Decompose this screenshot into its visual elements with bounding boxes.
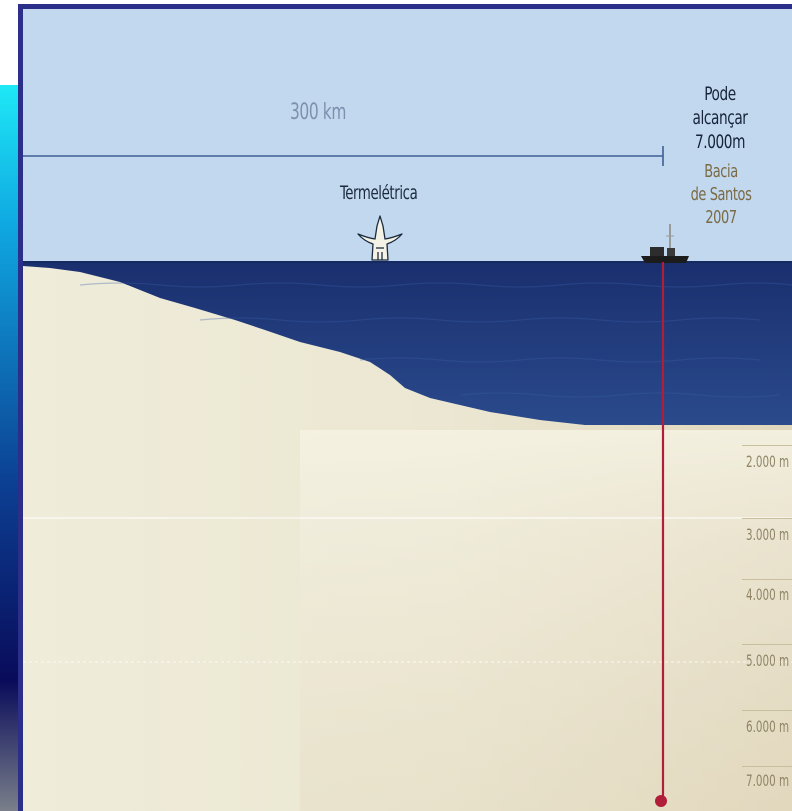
sediment-layers xyxy=(300,430,792,811)
drill-target-dot xyxy=(655,795,667,807)
sky xyxy=(23,9,792,264)
depth-mark-2000: 2.000 m xyxy=(746,452,790,471)
depth-mark-5000: 5.000 m xyxy=(746,651,790,670)
reach-line-2: 7.000m xyxy=(694,131,746,153)
sea-waves xyxy=(79,282,792,398)
depth-tick xyxy=(742,644,792,645)
depth-mark-7000: 7.000 m xyxy=(746,771,790,790)
distance-label: 300 km xyxy=(290,100,347,125)
reach-line-1: Pode alcançar xyxy=(692,83,748,129)
depth-mark-6000: 6.000 m xyxy=(746,717,790,736)
depth-mark-4000: 4.000 m xyxy=(746,585,790,604)
side-gradient-strip xyxy=(0,85,18,811)
thermal-plant-label: Termelétrica xyxy=(340,182,418,204)
depth-tick xyxy=(742,445,792,446)
drill-ship-icon xyxy=(641,224,689,263)
depth-tick xyxy=(742,518,792,519)
depth-tick xyxy=(742,710,792,711)
basin-line-1: Bacia xyxy=(704,161,738,182)
reach-depth-label: Pode alcançar 7.000m xyxy=(675,82,765,154)
depth-tick xyxy=(742,766,792,767)
basin-line-3: 2007 xyxy=(705,207,737,228)
depth-mark-3000: 3.000 m xyxy=(746,525,790,544)
sea xyxy=(23,262,792,425)
thermal-plant-icon xyxy=(357,215,403,261)
basin-label: Bacia de Santos 2007 xyxy=(685,160,757,229)
basin-line-2: de Santos xyxy=(690,184,752,205)
depth-tick xyxy=(742,579,792,580)
